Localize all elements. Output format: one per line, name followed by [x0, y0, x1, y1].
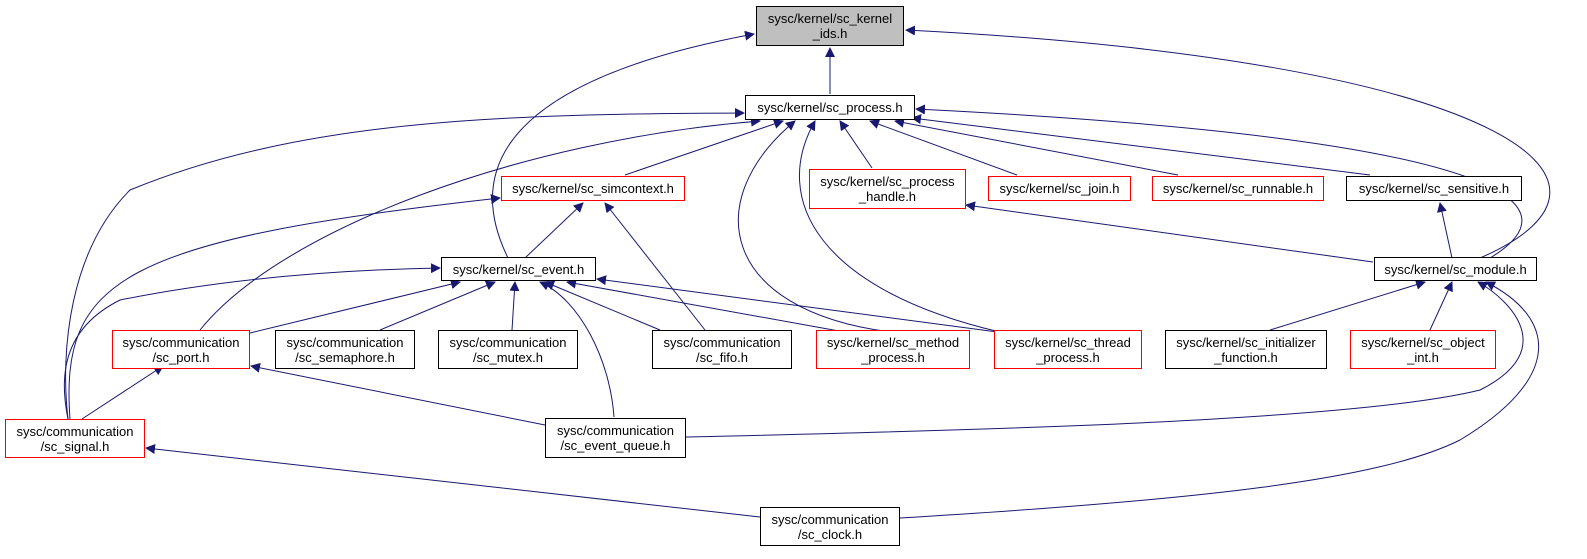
- node-label-line1: sysc/kernel/sc_kernel: [767, 11, 893, 26]
- edge-initializer-to-module: [1269, 279, 1426, 331]
- node-label-line1: sysc/kernel/sc_method: [826, 334, 960, 350]
- node-label-line1: sysc/communication: [556, 423, 675, 438]
- node-sc-mutex[interactable]: sysc/communication/sc_mutex.h: [438, 330, 578, 369]
- node-label: sysc/kernel/sc_event.h: [452, 261, 585, 277]
- node-sc-event[interactable]: sysc/kernel/sc_event.h: [441, 257, 596, 281]
- node-label-line1: sysc/communication: [663, 334, 781, 350]
- node-label-line1: sysc/communication: [122, 334, 240, 350]
- node-label-line1: sysc/communication: [16, 423, 134, 439]
- node-label-line2: /sc_port.h: [152, 349, 210, 365]
- node-label: sysc/kernel/sc_process.h: [757, 100, 903, 115]
- node-sc-clock[interactable]: sysc/communication/sc_clock.h: [760, 507, 900, 546]
- node-sc-join[interactable]: sysc/kernel/sc_join.h: [988, 176, 1131, 201]
- node-label: sysc/kernel/sc_simcontext.h: [512, 181, 674, 196]
- edge-method-process-to-event: [566, 278, 851, 334]
- node-label-line2: _process.h: [861, 349, 925, 365]
- node-label-line2: /sc_semaphore.h: [295, 349, 395, 365]
- node-sc-initializer-function[interactable]: sysc/kernel/sc_initializer_function.h: [1165, 330, 1327, 369]
- node-sc-method-process[interactable]: sysc/kernel/sc_method_process.h: [816, 330, 970, 369]
- node-label-line1: sysc/communication: [771, 511, 889, 527]
- edge-sensitive-to-process: [911, 114, 1371, 176]
- node-sc-process[interactable]: sysc/kernel/sc_process.h: [745, 95, 915, 120]
- edge-method-process-to-process: [737, 120, 891, 333]
- node-label-line1: sysc/kernel/sc_initializer: [1176, 334, 1316, 350]
- node-label-line2: _int.h: [1407, 349, 1439, 365]
- node-label-line2: _function.h: [1214, 349, 1278, 365]
- node-label-line1: sysc/communication: [286, 334, 404, 350]
- node-sc-signal[interactable]: sysc/communication/sc_signal.h: [5, 419, 145, 458]
- node-label-line2: _ids.h: [812, 26, 848, 41]
- edge-port-to-process: [199, 116, 761, 331]
- edge-fifo-to-simcontext: [604, 202, 706, 331]
- edge-simcontext-to-process: [624, 119, 784, 176]
- node-sc-runnable[interactable]: sysc/kernel/sc_runnable.h: [1152, 176, 1324, 201]
- edge-semaphore-to-event: [379, 280, 496, 331]
- node-label-line1: sysc/kernel/sc_process: [820, 174, 955, 189]
- edge-event-to-simcontext: [524, 202, 584, 259]
- node-sc-module[interactable]: sysc/kernel/sc_module.h: [1374, 257, 1537, 281]
- node-label-line1: sysc/kernel/sc_object: [1361, 334, 1485, 350]
- edge-event-queue-to-port: [250, 362, 546, 426]
- edge-object-int-to-module: [1429, 281, 1453, 331]
- node-label-line2: /sc_mutex.h: [472, 349, 544, 365]
- node-label-line2: _handle.h: [858, 189, 917, 204]
- node-label-line2: /sc_signal.h: [40, 438, 110, 454]
- edge-signal-to-event: [63, 263, 441, 420]
- edge-module-to-process-handle: [965, 201, 1374, 263]
- edge-join-to-process: [869, 119, 1018, 176]
- edge-thread-process-to-process: [799, 120, 1001, 333]
- edge-port-to-event: [249, 279, 461, 334]
- node-label-line2: /sc_fifo.h: [695, 349, 748, 365]
- edge-signal-to-process: [65, 108, 745, 420]
- edge-signal-to-port: [81, 365, 164, 420]
- edge-signal-to-simcontext: [68, 194, 501, 420]
- node-label-line1: sysc/communication: [449, 334, 567, 350]
- node-sc-fifo[interactable]: sysc/communication/sc_fifo.h: [652, 330, 792, 369]
- node-label-line2: _process.h: [1036, 349, 1100, 365]
- edge-fifo-to-event: [544, 280, 661, 331]
- node-sc-port[interactable]: sysc/communication/sc_port.h: [112, 330, 250, 369]
- node-label-line2: /sc_event_queue.h: [560, 438, 671, 453]
- node-label: sysc/kernel/sc_runnable.h: [1162, 181, 1314, 196]
- edge-thread-process-to-event: [596, 275, 1006, 334]
- node-label-line2: /sc_clock.h: [797, 526, 863, 542]
- edge-process-handle-to-process: [839, 120, 873, 169]
- node-sc-process-handle[interactable]: sysc/kernel/sc_process_handle.h: [809, 169, 966, 209]
- node-sc-thread-process[interactable]: sysc/kernel/sc_thread_process.h: [994, 330, 1142, 369]
- edge-module-to-kernel-ids: [905, 25, 1551, 259]
- node-label: sysc/kernel/sc_sensitive.h: [1358, 181, 1510, 196]
- edge-clock-to-signal: [145, 444, 761, 518]
- edge-event-queue-to-event: [539, 281, 615, 418]
- node-sc-object-int[interactable]: sysc/kernel/sc_object_int.h: [1350, 330, 1496, 369]
- node-sc-sensitive[interactable]: sysc/kernel/sc_sensitive.h: [1346, 176, 1522, 201]
- node-sc-event-queue[interactable]: sysc/communication/sc_event_queue.h: [545, 418, 686, 458]
- node-label: sysc/kernel/sc_module.h: [1384, 261, 1527, 277]
- edge-runnable-to-process: [894, 117, 1179, 176]
- edge-mutex-to-event: [509, 281, 520, 331]
- edge-clock-to-module: [899, 281, 1540, 519]
- node-sc-simcontext[interactable]: sysc/kernel/sc_simcontext.h: [501, 176, 685, 201]
- edge-module-to-sensitive: [1437, 202, 1453, 259]
- node-label-line1: sysc/kernel/sc_thread: [1005, 334, 1131, 350]
- edge-event-queue-to-module: [685, 281, 1524, 438]
- edge-event-to-kernel-ids: [492, 30, 755, 259]
- node-label: sysc/kernel/sc_join.h: [999, 181, 1120, 196]
- node-sc-semaphore[interactable]: sysc/communication/sc_semaphore.h: [275, 330, 415, 369]
- node-sc-kernel-ids: sysc/kernel/sc_kernel_ids.h: [756, 6, 904, 46]
